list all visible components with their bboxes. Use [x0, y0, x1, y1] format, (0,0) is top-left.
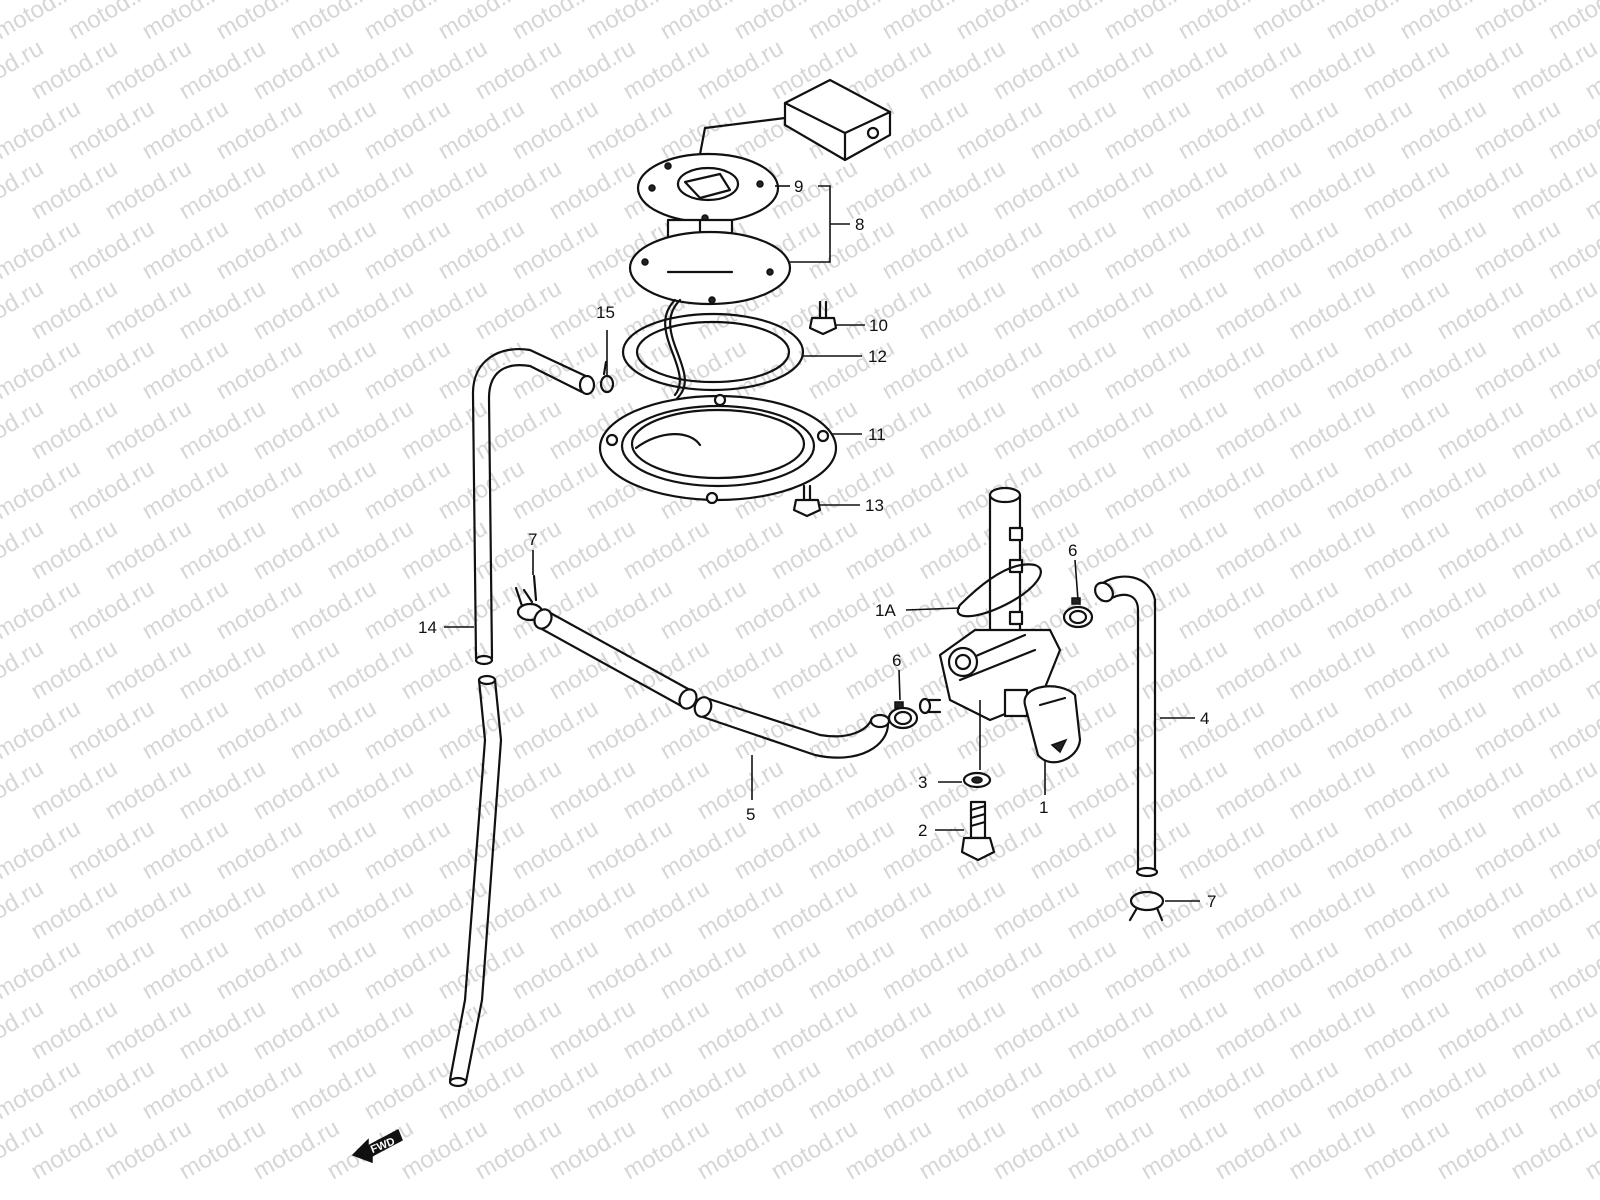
fuel-hose-5 — [533, 608, 891, 759]
watermark-text: motod.ru — [1544, 0, 1600, 45]
callout-10: 10 — [869, 316, 888, 335]
gasket-ring — [621, 312, 805, 392]
callout-1A: 1A — [875, 601, 896, 620]
callout-5: 5 — [746, 805, 755, 824]
callout-6-left: 6 — [892, 651, 901, 670]
callout-12: 12 — [868, 347, 887, 366]
callout-labels: 9 8 10 15 12 11 13 7 14 6 1A 6 4 5 3 1 2… — [418, 177, 1216, 911]
callout-4: 4 — [1200, 709, 1209, 728]
callout-15: 15 — [596, 303, 615, 322]
callout-2: 2 — [918, 821, 927, 840]
callout-13: 13 — [865, 496, 884, 515]
washer-3 — [962, 771, 992, 789]
callout-11: 11 — [868, 425, 886, 444]
callout-7-lower: 7 — [1207, 892, 1216, 911]
clip-7-lower — [1128, 890, 1165, 922]
screw-13 — [792, 484, 822, 518]
hose-clamp-6-left — [887, 701, 919, 730]
callout-3: 3 — [918, 773, 927, 792]
callout-8: 8 — [855, 215, 864, 234]
screw-10 — [808, 300, 838, 336]
fuel-cock — [918, 486, 1082, 764]
callout-1: 1 — [1039, 798, 1048, 817]
breather-hose-14 — [448, 348, 596, 1088]
fuel-sender-unit — [628, 78, 892, 447]
callout-9: 9 — [794, 177, 803, 196]
hose-clamp-6-right — [1062, 597, 1094, 629]
bolt-2 — [960, 800, 996, 862]
mounting-plate — [598, 393, 838, 505]
callout-7-upper: 7 — [528, 530, 537, 549]
fuel-hose-4 — [1094, 575, 1159, 878]
clip-15 — [599, 360, 615, 394]
callout-14: 14 — [418, 618, 437, 637]
callout-6-right: 6 — [1068, 541, 1077, 560]
leader-lines — [444, 185, 1200, 902]
